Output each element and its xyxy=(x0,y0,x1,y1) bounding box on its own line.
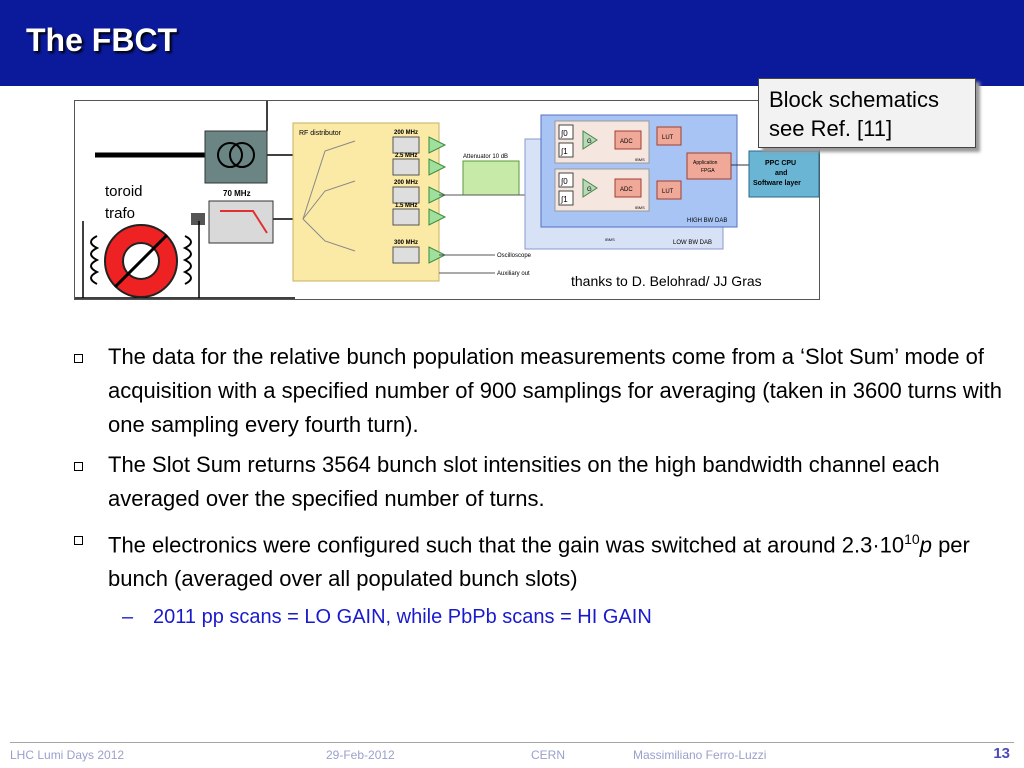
ppc-label-2: and xyxy=(775,170,787,177)
f300-label: 300 MHz xyxy=(394,240,418,246)
attenuator-label: Attenuator 10 dB xyxy=(463,154,508,160)
slide-title: The FBCT xyxy=(26,22,178,58)
callout-line-2: see Ref. [11] xyxy=(769,116,893,141)
fpga-label-2: FPGA xyxy=(701,168,715,174)
bullet-1: The data for the relative bunch populati… xyxy=(70,340,1005,442)
aux-label: Auxiliary out xyxy=(497,271,530,277)
high-bw-label: HIGH BW DAB xyxy=(687,218,727,224)
low-bw-label: LOW BW DAB xyxy=(673,240,712,246)
thanks-credit: thanks to D. Belohrad/ JJ Gras xyxy=(571,273,762,289)
schematic-drawing: 70 MHz RF distributor 200 MHz 2.5 MHz 20… xyxy=(75,101,820,299)
int1-b: ∫1 xyxy=(560,195,568,204)
f25-label: 2.5 MHz xyxy=(395,153,417,159)
bullet-list: The data for the relative bunch populati… xyxy=(70,340,1005,632)
oscilloscope-label: Oscilloscope xyxy=(497,253,532,259)
footer-divider xyxy=(10,742,1014,743)
int0-a: ∫0 xyxy=(560,129,568,138)
adc-a: ADC xyxy=(620,139,633,145)
rf-distributor-label: RF distributor xyxy=(299,130,342,137)
filter-70-label: 70 MHz xyxy=(223,189,251,198)
lut-b: LUT xyxy=(662,189,674,195)
int1-a: ∫1 xyxy=(560,147,568,156)
dash-marker: – xyxy=(122,606,134,629)
f15-label: 1.5 MHz xyxy=(395,203,417,209)
bullet-square-icon xyxy=(74,536,83,545)
bullet-square-icon xyxy=(74,354,83,363)
adc-b: ADC xyxy=(620,187,633,193)
ppc-label-3: Software layer xyxy=(753,180,801,187)
lut-a: LUT xyxy=(662,135,674,141)
footer-org: CERN xyxy=(531,748,566,762)
ibms-c: IBMS xyxy=(605,237,615,242)
toroid-label: toroid trafo xyxy=(105,183,143,222)
sub-bullet: –2011 pp scans = LO GAIN, while PbPb sca… xyxy=(70,602,1005,632)
f200a-label: 200 MHz xyxy=(394,130,418,136)
ibms-b: IBMS xyxy=(635,205,645,210)
callout-line-1: Block schematics xyxy=(769,87,939,112)
footer-date: 29-Feb-2012 xyxy=(326,748,395,762)
fpga-label-1: Application xyxy=(693,160,718,166)
ppc-label-1: PPC CPU xyxy=(765,160,796,167)
bullet-2: The Slot Sum returns 3564 bunch slot int… xyxy=(70,448,1005,516)
bullet-square-icon xyxy=(74,462,83,471)
block-schematic-figure: 70 MHz RF distributor 200 MHz 2.5 MHz 20… xyxy=(74,100,820,300)
bullet-3: The electronics were configured such tha… xyxy=(70,522,1005,596)
footer-author: Massimiliano Ferro-Luzzi xyxy=(633,748,767,762)
gain-b: G xyxy=(587,187,592,193)
callout-box: Block schematics see Ref. [11] xyxy=(758,78,976,148)
page-number: 13 xyxy=(993,745,1010,762)
gain-a: G xyxy=(587,139,592,145)
int0-b: ∫0 xyxy=(560,177,568,186)
ibms-a: IBMS xyxy=(635,157,645,162)
footer-event: LHC Lumi Days 2012 xyxy=(10,748,125,762)
f200b-label: 200 MHz xyxy=(394,180,418,186)
title-bar: The FBCT xyxy=(0,0,1024,86)
